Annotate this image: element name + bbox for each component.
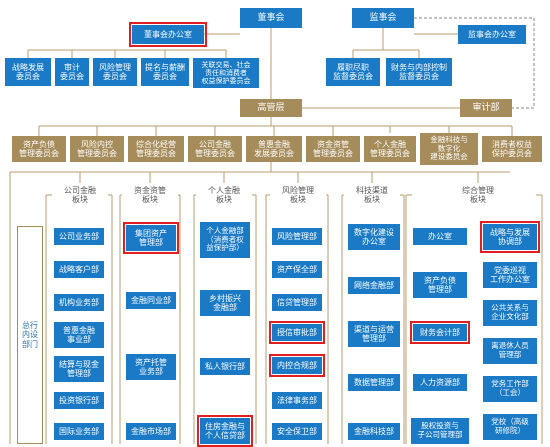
dept-group-asset-management[interactable]: 集团资产 管理部	[123, 222, 179, 254]
board-committee-nomination[interactable]: 提名与薪酬 委员会	[141, 58, 189, 86]
mgmt-committee-inclusive[interactable]: 普惠金融 发展委员会	[246, 136, 302, 162]
supervisor-committee-finance[interactable]: 财务与内部控制 监督委员会	[386, 58, 452, 86]
dept-credit-management[interactable]: 信贷管理部	[272, 294, 322, 311]
dept-data-management[interactable]: 数据管理部	[348, 374, 400, 391]
dept-financial-markets[interactable]: 金融市场部	[126, 423, 176, 440]
mgmt-committee-personal[interactable]: 个人金融 管理委员会	[364, 136, 416, 162]
board-committee-related[interactable]: 关联交易、社会 责任和消费者 权益保护委员会	[193, 58, 259, 88]
dept-alm[interactable]: 资产负债 管理部	[413, 272, 467, 298]
dept-strategy-coordination[interactable]: 战略与发展 协调部	[480, 221, 540, 253]
dept-equity-subsidiary[interactable]: 股权投资与 子公司管理部	[411, 418, 469, 444]
board-node[interactable]: 董事会	[240, 8, 302, 28]
segment-header-risk: 风险管理 板块	[270, 183, 326, 207]
segment-header-tech: 科技渠道 板块	[344, 183, 400, 207]
dept-asset-preservation[interactable]: 资产保全部	[272, 261, 322, 278]
board-office-node[interactable]: 董事会办公室	[129, 22, 207, 47]
dept-personal-banking[interactable]: 个人金融部 （消费者权 益保护部）	[200, 222, 250, 258]
board-committee-audit[interactable]: 审计 委员会	[55, 58, 89, 86]
dept-party-affairs[interactable]: 党务工作部 （工会）	[483, 376, 537, 402]
mgmt-committee-alm[interactable]: 资产负债 管理委员会	[12, 136, 66, 162]
segment-header-treasury: 资金资管 板块	[122, 183, 178, 207]
mgmt-committee-integrated[interactable]: 综合化经营 管理委员会	[128, 136, 184, 162]
dept-investment-banking[interactable]: 投资银行部	[54, 392, 104, 409]
dept-custody[interactable]: 资产托管 业务部	[126, 354, 176, 380]
dept-digital-office[interactable]: 数字化建设 办公室	[348, 224, 400, 250]
mgmt-committee-fintech[interactable]: 金融科技与 数字化 建设委员会	[420, 133, 478, 165]
dept-risk-management[interactable]: 风险管理部	[272, 228, 322, 245]
dept-interbank[interactable]: 金融同业部	[126, 292, 176, 309]
head-office-departments-label: 总行 内设 部门	[17, 226, 43, 444]
supervisor-committee-duty[interactable]: 履职尽职 监督委员会	[326, 58, 380, 86]
dept-private-banking[interactable]: 私人银行部	[200, 358, 250, 375]
mgmt-committee-risk-control[interactable]: 风险内控 管理委员会	[70, 136, 124, 162]
dept-retiree-management[interactable]: 离退休人员 管理部	[483, 338, 537, 364]
mgmt-committee-consumer[interactable]: 消费者权益 保护委员会	[482, 136, 542, 162]
mgmt-committee-treasury[interactable]: 资金资管 管理委员会	[306, 136, 360, 162]
board-committee-strategy[interactable]: 战略发展 委员会	[5, 58, 51, 86]
dept-inspection-office[interactable]: 党委巡视 工作办公室	[483, 262, 537, 288]
dept-finance-accounting[interactable]: 财务会计部	[410, 321, 470, 344]
dashed-reporting-line	[414, 17, 535, 109]
dept-fintech[interactable]: 金融科技部	[348, 423, 400, 440]
dept-institutional[interactable]: 机构业务部	[54, 294, 104, 311]
dept-internal-control-compliance[interactable]: 内控合规部	[269, 354, 325, 377]
dept-housing-personal-credit[interactable]: 住房金融与 个人信贷部	[197, 415, 253, 447]
dept-public-relations[interactable]: 公共关系与 企业文化部	[483, 300, 537, 326]
audit-department-node[interactable]: 审计部	[460, 99, 512, 117]
dept-party-school[interactable]: 党校（高级 研修院）	[483, 414, 537, 440]
dept-rural-revitalization[interactable]: 乡村振兴 金融部	[200, 290, 250, 316]
segment-header-corporate: 公司金融 板块	[52, 183, 108, 207]
dept-credit-approval[interactable]: 授信审批部	[269, 321, 325, 344]
dept-online-finance[interactable]: 网络金融部	[348, 277, 400, 294]
dept-human-resources[interactable]: 人力资源部	[413, 374, 467, 391]
dept-inclusive-finance[interactable]: 普惠金融 事业部	[54, 322, 104, 348]
supervisors-node[interactable]: 监事会	[352, 8, 414, 28]
senior-management-node[interactable]: 高管层	[240, 99, 302, 117]
dept-legal-affairs[interactable]: 法律事务部	[272, 392, 322, 409]
dept-settlement-cash[interactable]: 结算与现金 管理部	[54, 356, 104, 382]
segment-header-admin: 综合管理 板块	[450, 183, 506, 207]
segment-header-personal: 个人金融 板块	[196, 183, 252, 207]
mgmt-committee-corporate[interactable]: 公司金融 管理委员会	[188, 136, 242, 162]
dept-corporate-business[interactable]: 公司业务部	[54, 228, 104, 245]
dept-security[interactable]: 安全保卫部	[272, 423, 322, 440]
dept-general-office[interactable]: 办公室	[413, 228, 467, 245]
supervisors-office-node[interactable]: 监事会办公室	[458, 25, 526, 44]
dept-channel-operations[interactable]: 渠道与运营 管理部	[348, 321, 400, 347]
dept-strategic-clients[interactable]: 战略客户部	[54, 261, 104, 278]
dept-international[interactable]: 国际业务部	[54, 423, 104, 440]
board-committee-risk[interactable]: 风险管理 委员会	[93, 58, 137, 86]
